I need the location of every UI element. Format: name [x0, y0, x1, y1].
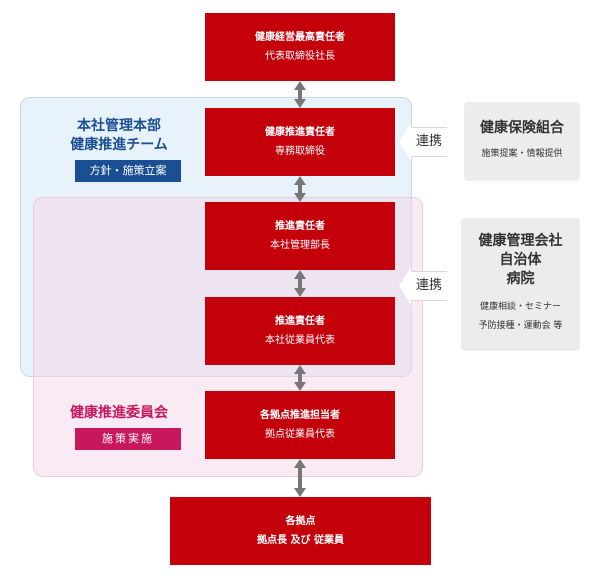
role-title: 健康推進責任者	[265, 126, 335, 138]
role-title: 推進責任者	[275, 315, 325, 327]
role-subtitle: 拠点従業員代表	[265, 428, 335, 440]
role-subtitle: 本社従業員代表	[265, 334, 335, 346]
arrow-left-icon	[399, 123, 411, 161]
partner-title: 健康保険組合	[480, 120, 564, 136]
partner-description-line2: 予防接種・運動会 等	[478, 321, 563, 331]
role-title: 各拠点	[285, 515, 316, 527]
partner-description-line1: 健康相談・セミナー	[479, 302, 561, 312]
arrow-down-icon	[294, 288, 306, 297]
partner-title-line2: 自治体	[499, 252, 542, 268]
role-box-each-site: 各拠点 拠点長 及び 従業員	[170, 497, 431, 565]
arrow-down-icon	[294, 382, 306, 391]
role-subtitle: 拠点長 及び 従業員	[257, 534, 344, 546]
arrow-up-icon	[294, 81, 306, 90]
arrow-up-icon	[294, 176, 306, 185]
role-box-chief-health-officer: 健康経営最高責任者 代表取締役社長	[205, 13, 395, 81]
headquarters-team-title-line2: 健康推進チーム	[70, 137, 168, 153]
role-subtitle: 専務取締役	[275, 145, 325, 157]
role-title: 健康経営最高責任者	[255, 31, 345, 43]
headquarters-team-tag: 方針・施策立案	[75, 160, 181, 182]
headquarters-team-title: 本社管理本部 健康推進チーム	[44, 117, 194, 155]
partner-box-health-insurance: 健康保険組合 施策提案・情報提供	[464, 102, 580, 181]
partner-description: 施策提案・情報提供	[481, 149, 563, 159]
role-box-health-promotion-manager: 健康推進責任者 専務取締役	[205, 108, 395, 176]
role-title: 各拠点推進担当者	[260, 409, 340, 421]
role-box-promotion-manager-admin: 推進責任者 本社管理部長	[205, 202, 395, 270]
arrow-down-icon	[294, 99, 306, 108]
headquarters-team-title-line1: 本社管理本部	[77, 118, 161, 134]
role-subtitle: 本社管理部長	[270, 239, 330, 251]
committee-title: 健康推進委員会	[70, 405, 168, 421]
partner-title-line3: 病院	[506, 271, 535, 287]
arrow-left-icon	[399, 267, 411, 305]
link-label: 連携	[415, 134, 442, 149]
role-title: 推進責任者	[275, 220, 325, 232]
arrow-up-icon	[294, 459, 306, 468]
role-box-promotion-manager-employee-rep: 推進責任者 本社従業員代表	[205, 297, 395, 365]
role-subtitle: 代表取締役社長	[265, 50, 335, 62]
role-box-site-promotion-staff: 各拠点推進担当者 拠点従業員代表	[205, 391, 395, 459]
link-arrow-insurance: 連携	[399, 123, 459, 161]
partner-box-health-management: 健康管理会社 自治体 病院 健康相談・セミナー 予防接種・運動会 等	[461, 218, 580, 351]
arrow-up-icon	[294, 270, 306, 279]
link-label: 連携	[415, 278, 442, 293]
partner-title-line1: 健康管理会社	[478, 233, 563, 249]
arrow-right-icon	[447, 123, 459, 161]
committee-tag: 施策実施	[75, 428, 181, 450]
arrow-up-icon	[294, 365, 306, 374]
link-arrow-partners: 連携	[399, 267, 459, 305]
arrow-down-icon	[294, 488, 306, 497]
arrow-right-icon	[447, 267, 459, 305]
arrow-down-icon	[294, 193, 306, 202]
